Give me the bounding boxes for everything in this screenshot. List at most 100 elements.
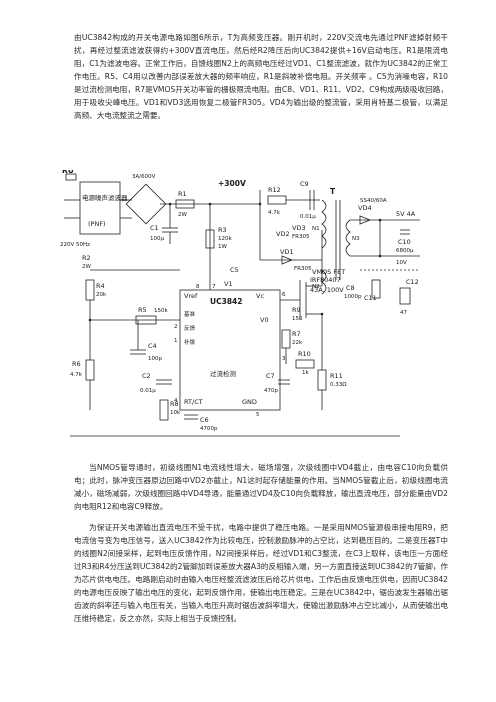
circuit-schematic: RU 电源噪声滤波器 (PNF) 220V 50Hz 3A/600V R1 2W… bbox=[60, 170, 420, 437]
label-pnf: (PNF) bbox=[88, 220, 106, 228]
label-c8-value: 1000p bbox=[344, 294, 362, 300]
paragraph-operation: 当NMOS管导通时，初级线圈N1电流线性增大，磁场增强，次级线圈中VD4截止，由… bbox=[74, 463, 448, 511]
resistor-r8 bbox=[159, 399, 169, 421]
fuse-ru bbox=[65, 173, 77, 181]
label-gnd: GND bbox=[242, 398, 257, 406]
label-r1: R1 bbox=[178, 190, 187, 198]
label-pin6: 6 bbox=[282, 292, 286, 298]
label-n1: N1 bbox=[312, 226, 320, 232]
resistor-r3 bbox=[205, 229, 215, 249]
label-c10-value: 6800μ bbox=[396, 248, 414, 254]
label-vo: V0 bbox=[260, 316, 269, 324]
label-ic: UC3842 bbox=[210, 297, 242, 306]
label-vd4: VD4 bbox=[358, 204, 372, 212]
resistor-r11 bbox=[317, 369, 327, 391]
label-r2-value: 2W bbox=[82, 264, 91, 270]
resistor-r12 bbox=[267, 195, 287, 205]
label-pin5: 5 bbox=[256, 412, 260, 418]
label-pin7: 7 bbox=[212, 284, 216, 290]
resistor-r4 bbox=[85, 279, 95, 301]
label-c10: C10 bbox=[398, 238, 411, 246]
resistor-r7 bbox=[281, 329, 291, 349]
label-pin4: 4 bbox=[174, 398, 178, 404]
label-n3: N3 bbox=[352, 236, 360, 242]
label-pin-comp: 补偿 bbox=[184, 338, 196, 346]
label-r3-watt: 1W bbox=[218, 244, 227, 250]
label-vd1: VD1 bbox=[280, 248, 294, 256]
label-c2-value: 0.01μ bbox=[140, 388, 156, 394]
label-r3-value: 120k bbox=[218, 236, 232, 242]
resistor-r1 bbox=[175, 199, 195, 209]
label-c4: C4 bbox=[148, 342, 157, 350]
capacitor-c12 bbox=[399, 287, 411, 305]
label-r4: R4 bbox=[96, 282, 105, 290]
label-t: T bbox=[330, 187, 336, 196]
label-vmos: VMOS FET bbox=[312, 268, 345, 276]
label-c11-value: 10V bbox=[396, 260, 407, 266]
transformer-secondary bbox=[345, 219, 351, 257]
label-vd3-value: FR305 bbox=[292, 234, 310, 240]
label-vmos-spec: 43A, 100V bbox=[310, 286, 344, 294]
label-c8: C8 bbox=[346, 284, 355, 292]
label-vd3: VD3 bbox=[292, 224, 306, 232]
ic-uc3842 bbox=[179, 289, 281, 411]
label-vd2: VD2 bbox=[276, 230, 290, 238]
label-c7-value: 470p bbox=[264, 388, 278, 394]
label-ic-name: 过流检测 bbox=[210, 369, 237, 378]
label-ac-in: 220V 50Hz bbox=[60, 242, 90, 248]
diode-vd4 bbox=[359, 215, 372, 225]
label-r5: R5 bbox=[138, 306, 147, 314]
label-plus300: +300V bbox=[218, 179, 246, 188]
label-r8: R8 bbox=[170, 400, 179, 408]
label-vmos-part: IRFP0407 bbox=[310, 276, 341, 284]
label-c9: C9 bbox=[300, 180, 309, 188]
noise-filter-box bbox=[79, 181, 121, 235]
label-pin3: 3 bbox=[282, 356, 286, 362]
label-c1: C1 bbox=[150, 224, 159, 232]
bridge-rectifier bbox=[125, 183, 167, 225]
label-c6: C6 bbox=[200, 416, 209, 424]
label-c4-value: 100p bbox=[148, 356, 162, 362]
label-r6: R6 bbox=[72, 360, 81, 368]
resistor-r6 bbox=[85, 359, 95, 381]
label-r11: R11 bbox=[330, 372, 343, 380]
label-r5-value: 150k bbox=[154, 308, 168, 314]
transformer-primary bbox=[321, 199, 327, 249]
label-filter: 电源噪声滤波器 bbox=[82, 193, 128, 202]
label-vd1-value: FR305 bbox=[294, 266, 312, 272]
label-r7: R7 bbox=[292, 330, 301, 338]
label-r2: R2 bbox=[82, 254, 91, 262]
label-c5: C5 bbox=[230, 266, 239, 274]
resistor-r10 bbox=[295, 359, 315, 369]
label-c12-value: 47 bbox=[400, 310, 407, 316]
label-r8-value: 10k bbox=[170, 410, 181, 416]
diode-vd1 bbox=[281, 255, 294, 265]
paragraph-regulation: 为保证开关电源输出直流电压不受干扰，电路中提供了稳压电路。一是采用NMOS管源极… bbox=[74, 523, 448, 623]
label-pin-fb: 反馈 bbox=[184, 324, 196, 332]
label-bridge: 3A/600V bbox=[132, 174, 156, 180]
label-ru: RU bbox=[62, 170, 74, 175]
label-r6-value: 4.7k bbox=[70, 372, 83, 378]
paragraph-intro: 由UC3842构成的开关电源电路如图6所示，T为高频变压器。刚开机时，220V交… bbox=[74, 33, 448, 120]
label-r11-value: 0.33Ω bbox=[330, 382, 346, 388]
label-c11: C11 bbox=[364, 294, 377, 302]
label-c7: C7 bbox=[266, 372, 275, 380]
label-r12: R12 bbox=[268, 186, 281, 194]
label-r12-value: 4.7k bbox=[268, 210, 281, 216]
label-pin1: 1 bbox=[174, 338, 178, 344]
label-pin8: 8 bbox=[196, 284, 200, 290]
label-r4-value: 20k bbox=[96, 292, 107, 298]
label-r10-value: 1k bbox=[302, 370, 309, 376]
label-r9-value: 150 bbox=[292, 316, 303, 322]
label-r1-value: 2W bbox=[178, 212, 187, 218]
label-vd4-value: SS40/60A bbox=[360, 198, 387, 204]
label-c1-value: 100μ bbox=[150, 236, 164, 242]
label-r9: R9 bbox=[292, 306, 301, 314]
label-c12: C12 bbox=[406, 278, 419, 286]
label-c9-value: 0.01μ bbox=[300, 214, 316, 220]
label-r10: R10 bbox=[298, 350, 311, 358]
label-pin-ref: 基准 bbox=[184, 310, 196, 318]
label-pin2: 2 bbox=[174, 324, 178, 330]
label-r7-value: 22k bbox=[292, 340, 303, 346]
